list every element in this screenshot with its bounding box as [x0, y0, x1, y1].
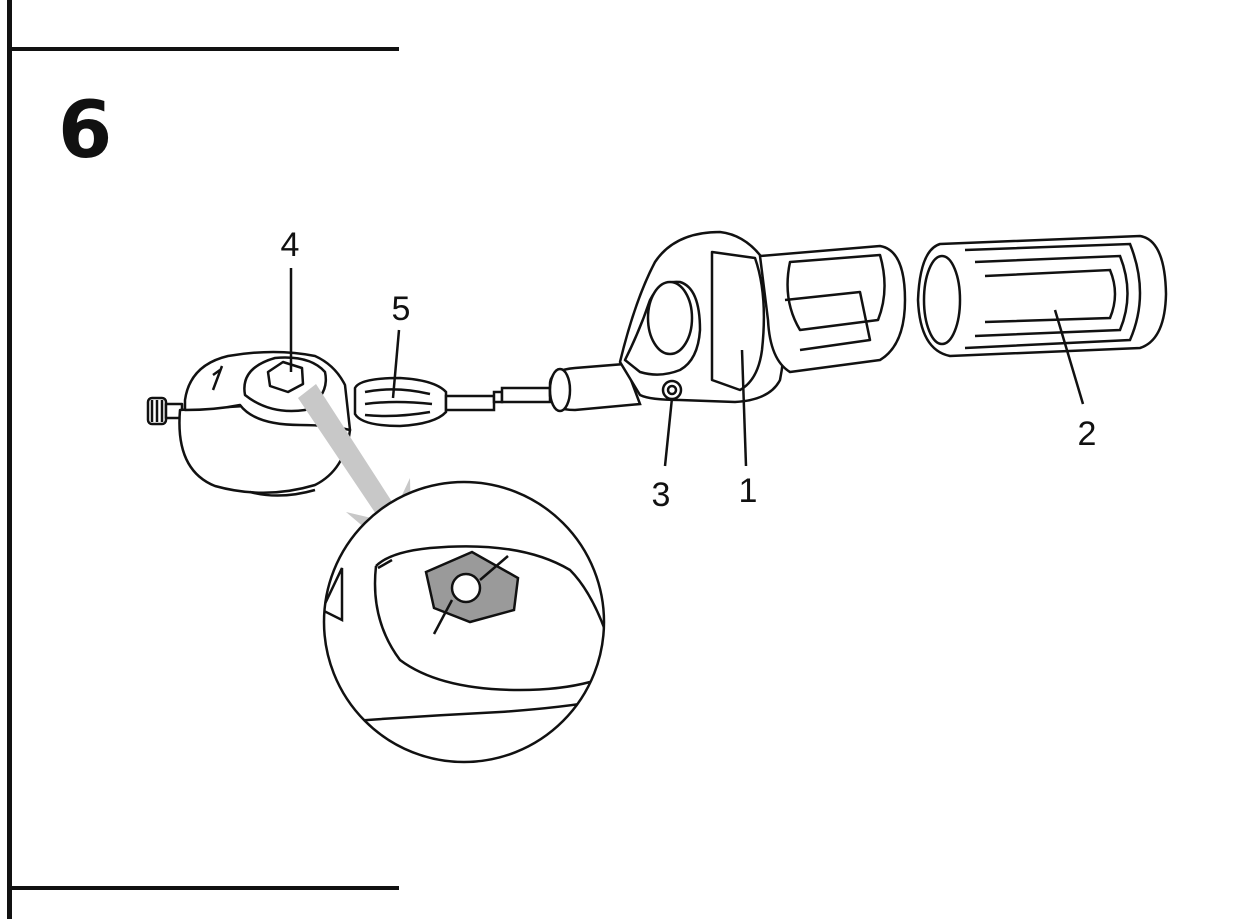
- cable-sleeve-icon: [548, 362, 642, 413]
- callout-5: 5: [392, 290, 411, 328]
- adjuster-barrel-icon: [353, 376, 552, 428]
- callout-3: 3: [652, 476, 671, 514]
- leader-lines: [289, 268, 1085, 467]
- step-number: 6: [58, 86, 113, 176]
- callout-4: 4: [281, 226, 300, 264]
- callout-1: 1: [739, 472, 758, 510]
- brake-lever-clamp-icon: [146, 350, 352, 497]
- bottom-rule: [7, 886, 399, 890]
- set-screw-icon: [661, 379, 683, 401]
- throttle-housing-icon: [618, 230, 907, 404]
- page-frame-line: [7, 0, 12, 919]
- hex-nut-detail-icon: [322, 480, 606, 764]
- handlebar-grip-icon: [916, 234, 1168, 358]
- callout-2: 2: [1078, 415, 1097, 453]
- top-rule: [7, 47, 399, 51]
